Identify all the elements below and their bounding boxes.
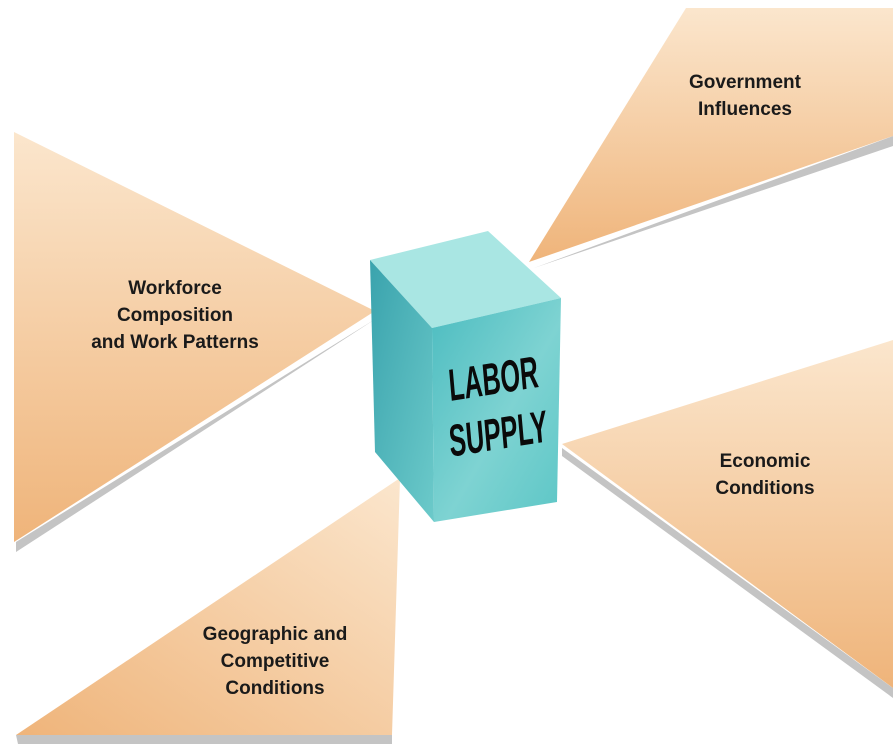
- label-geographic-competitive: Geographic and Competitive Conditions: [160, 621, 390, 702]
- box-side-face: [370, 260, 434, 522]
- label-line: Workforce: [128, 278, 222, 299]
- wedge-body: [14, 132, 375, 542]
- wedge-government-influences: [529, 8, 893, 268]
- wedge-shadow: [16, 318, 377, 552]
- wedge-economic-conditions: [562, 340, 893, 698]
- wedge-shadow: [562, 448, 893, 698]
- label-line: Conditions: [715, 478, 815, 499]
- wedge-shadow: [16, 735, 392, 744]
- box-top-face: [370, 231, 561, 328]
- label-line: Conditions: [225, 678, 325, 699]
- wedge-body: [562, 340, 893, 688]
- label-workforce-composition: Workforce Composition and Work Patterns: [60, 275, 290, 356]
- labor-supply-box: LABOR SUPPLY: [370, 231, 561, 522]
- label-line: and Work Patterns: [91, 332, 259, 353]
- label-government-influences: Government Influences: [660, 69, 830, 123]
- label-line: Competitive: [220, 651, 330, 672]
- label-line: Government: [689, 72, 801, 93]
- label-line: Influences: [698, 99, 792, 120]
- box-front-face: [432, 298, 561, 522]
- wedge-body: [529, 8, 893, 262]
- wedge-geographic-competitive: [16, 478, 400, 744]
- wedge-workforce-composition: [14, 132, 377, 552]
- wedge-body: [16, 478, 400, 735]
- label-line: Composition: [116, 305, 234, 326]
- label-line: Economic: [719, 451, 811, 472]
- label-economic-conditions: Economic Conditions: [680, 448, 850, 502]
- wedge-shadow: [534, 136, 893, 268]
- label-line: Geographic and: [202, 624, 348, 645]
